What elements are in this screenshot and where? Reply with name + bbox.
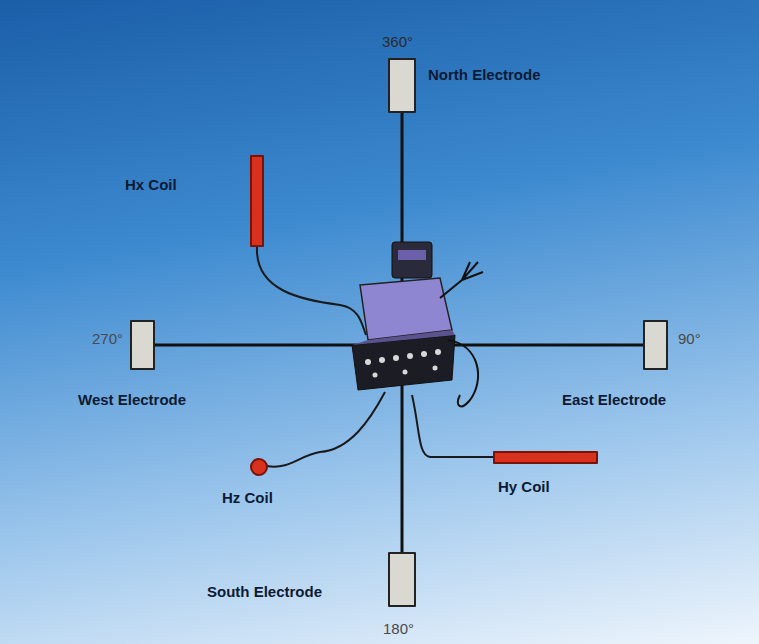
coil-cables [257,247,493,467]
electrode: South Electrode [207,583,322,600]
electrode-plate [388,58,416,113]
bearing-degrees: 270° [92,330,123,347]
electrode-plate [388,552,416,607]
part-label: Hz Coil [222,489,273,506]
magnetic-coil: Hy Coil [498,478,550,495]
part-label: South Electrode [207,583,322,600]
part-label: North Electrode [428,66,541,83]
part-label: Hx Coil [125,176,177,193]
electrode-plate [130,320,155,370]
part-label: West Electrode [78,391,186,408]
part-label: Hy Coil [498,478,550,495]
coil-sensor [493,451,598,464]
coil-sensor [250,458,268,476]
bearing-degrees: 360° [382,33,413,50]
part-label: East Electrode [562,391,666,408]
electrode: East Electrode [562,391,666,408]
magnetic-coil: Hx Coil [125,176,177,193]
electrode-plate [643,320,668,370]
ground-clip [440,262,483,406]
electrode: North Electrode [428,66,541,83]
magnetic-coil: Hz Coil [222,489,273,506]
bearing-degrees: 90° [678,330,701,347]
recorder-unit [352,242,455,390]
electrode: West Electrode [78,391,186,408]
bearing-degrees: 180° [383,620,414,637]
coil-sensor [250,155,264,247]
electrode-wires [155,112,643,552]
